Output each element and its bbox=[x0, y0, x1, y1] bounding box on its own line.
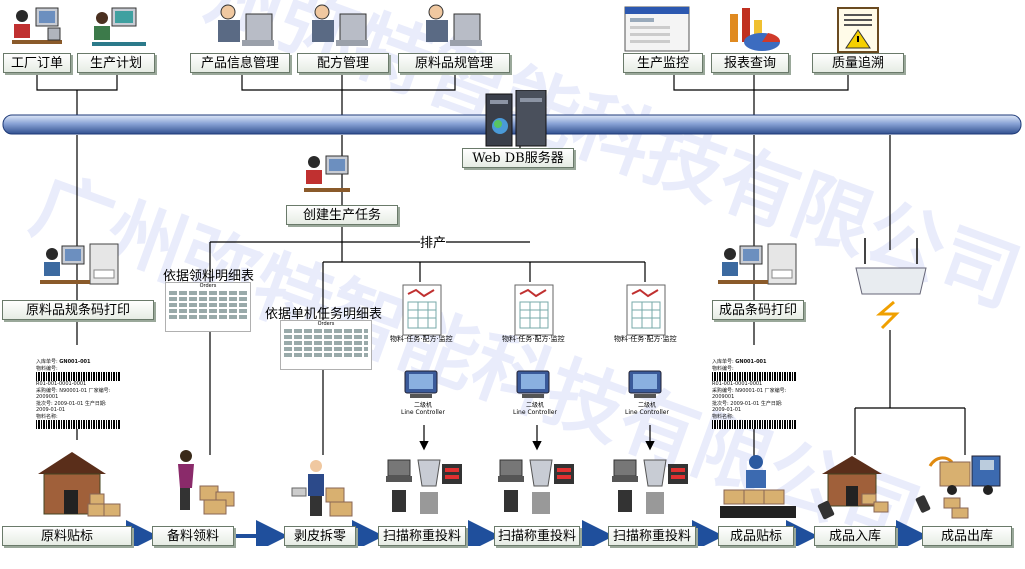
product-barcode-print-label: 成品条码打印 bbox=[712, 300, 804, 320]
product-barcode-label: 入库单号: GN001-001 物料编号: R01-001-0001-0001 … bbox=[712, 358, 796, 429]
labeling-worker-icon bbox=[720, 455, 796, 518]
wireless-router-icon bbox=[855, 238, 927, 330]
monitor-caption: 物料·任务·配方·监控 bbox=[614, 335, 677, 343]
scan-weigh-step: 扫描称重投料 bbox=[378, 526, 466, 546]
picking-detail-doc: Orders bbox=[165, 282, 251, 332]
material-spec-label: 原料品规管理 bbox=[398, 53, 510, 73]
task-sheet-icon bbox=[402, 284, 442, 336]
task-sheet-icon bbox=[514, 284, 554, 336]
create-task-label: 创建生产任务 bbox=[286, 205, 398, 225]
material-barcode-print-label: 原料品规条码打印 bbox=[2, 300, 154, 320]
weighing-station-icon bbox=[612, 459, 688, 514]
warehouse-scanner-icon bbox=[817, 456, 889, 520]
schedule-text: 排产 bbox=[420, 232, 447, 251]
person-computer-icon bbox=[92, 7, 146, 46]
monitor-caption: 物料·任务·配方·监控 bbox=[390, 335, 453, 343]
production-plan-label: 生产计划 bbox=[77, 53, 155, 73]
person-computer-icon bbox=[218, 4, 274, 46]
quality-document-icon bbox=[837, 7, 879, 53]
prepare-material-step: 备料领料 bbox=[152, 526, 234, 546]
scan-weigh-step: 扫描称重投料 bbox=[494, 526, 580, 546]
product-info-label: 产品信息管理 bbox=[190, 53, 290, 73]
report-query-label: 报表查询 bbox=[711, 53, 789, 73]
unpacking-worker-icon bbox=[291, 460, 353, 517]
product-out-step: 成品出库 bbox=[922, 526, 1012, 546]
report-chart-icon bbox=[730, 8, 781, 51]
scan-weigh-step: 扫描称重投料 bbox=[608, 526, 696, 546]
person-computer-icon bbox=[12, 7, 62, 44]
barcode-printer-icon bbox=[40, 243, 119, 285]
material-barcode-label: 入库单号: GN001-001 物料编号: R01-001-0001-0001 … bbox=[36, 358, 120, 429]
line-controller-icon bbox=[628, 370, 662, 398]
factory-order-label: 工厂订单 bbox=[3, 53, 71, 73]
line-controller-icon bbox=[516, 370, 550, 398]
task-sheet-icon bbox=[626, 284, 666, 336]
formula-label: 配方管理 bbox=[297, 53, 389, 73]
unpack-step: 剥皮拆零 bbox=[284, 526, 356, 546]
machine-task-detail-text: 依据单机任务明细表 bbox=[265, 307, 383, 322]
person-computer-icon bbox=[304, 155, 350, 192]
quality-trace-label: 质量追溯 bbox=[812, 53, 904, 73]
delivery-truck-icon bbox=[915, 455, 1001, 519]
material-label-step: 原料贴标 bbox=[2, 526, 132, 546]
server-label: Web DB服务器 bbox=[462, 148, 574, 168]
monitor-window-icon bbox=[624, 6, 690, 52]
picking-detail-text: 依据领料明细表 bbox=[163, 269, 255, 284]
product-in-step: 成品入库 bbox=[814, 526, 896, 546]
server-icon bbox=[485, 90, 547, 147]
weighing-station-icon bbox=[498, 459, 574, 514]
barcode-printer-icon bbox=[718, 243, 797, 285]
line-controller-icon bbox=[404, 370, 438, 398]
product-label-step: 成品贴标 bbox=[718, 526, 794, 546]
machine-task-detail-doc: Orders bbox=[280, 320, 372, 370]
weighing-station-icon bbox=[386, 459, 462, 514]
production-monitor-label: 生产监控 bbox=[623, 53, 703, 73]
person-computer-icon bbox=[312, 4, 368, 46]
monitor-caption: 物料·任务·配方·监控 bbox=[502, 335, 565, 343]
person-computer-icon bbox=[426, 4, 482, 46]
worker-boxes-icon bbox=[178, 450, 235, 515]
warehouse-icon bbox=[38, 452, 121, 517]
